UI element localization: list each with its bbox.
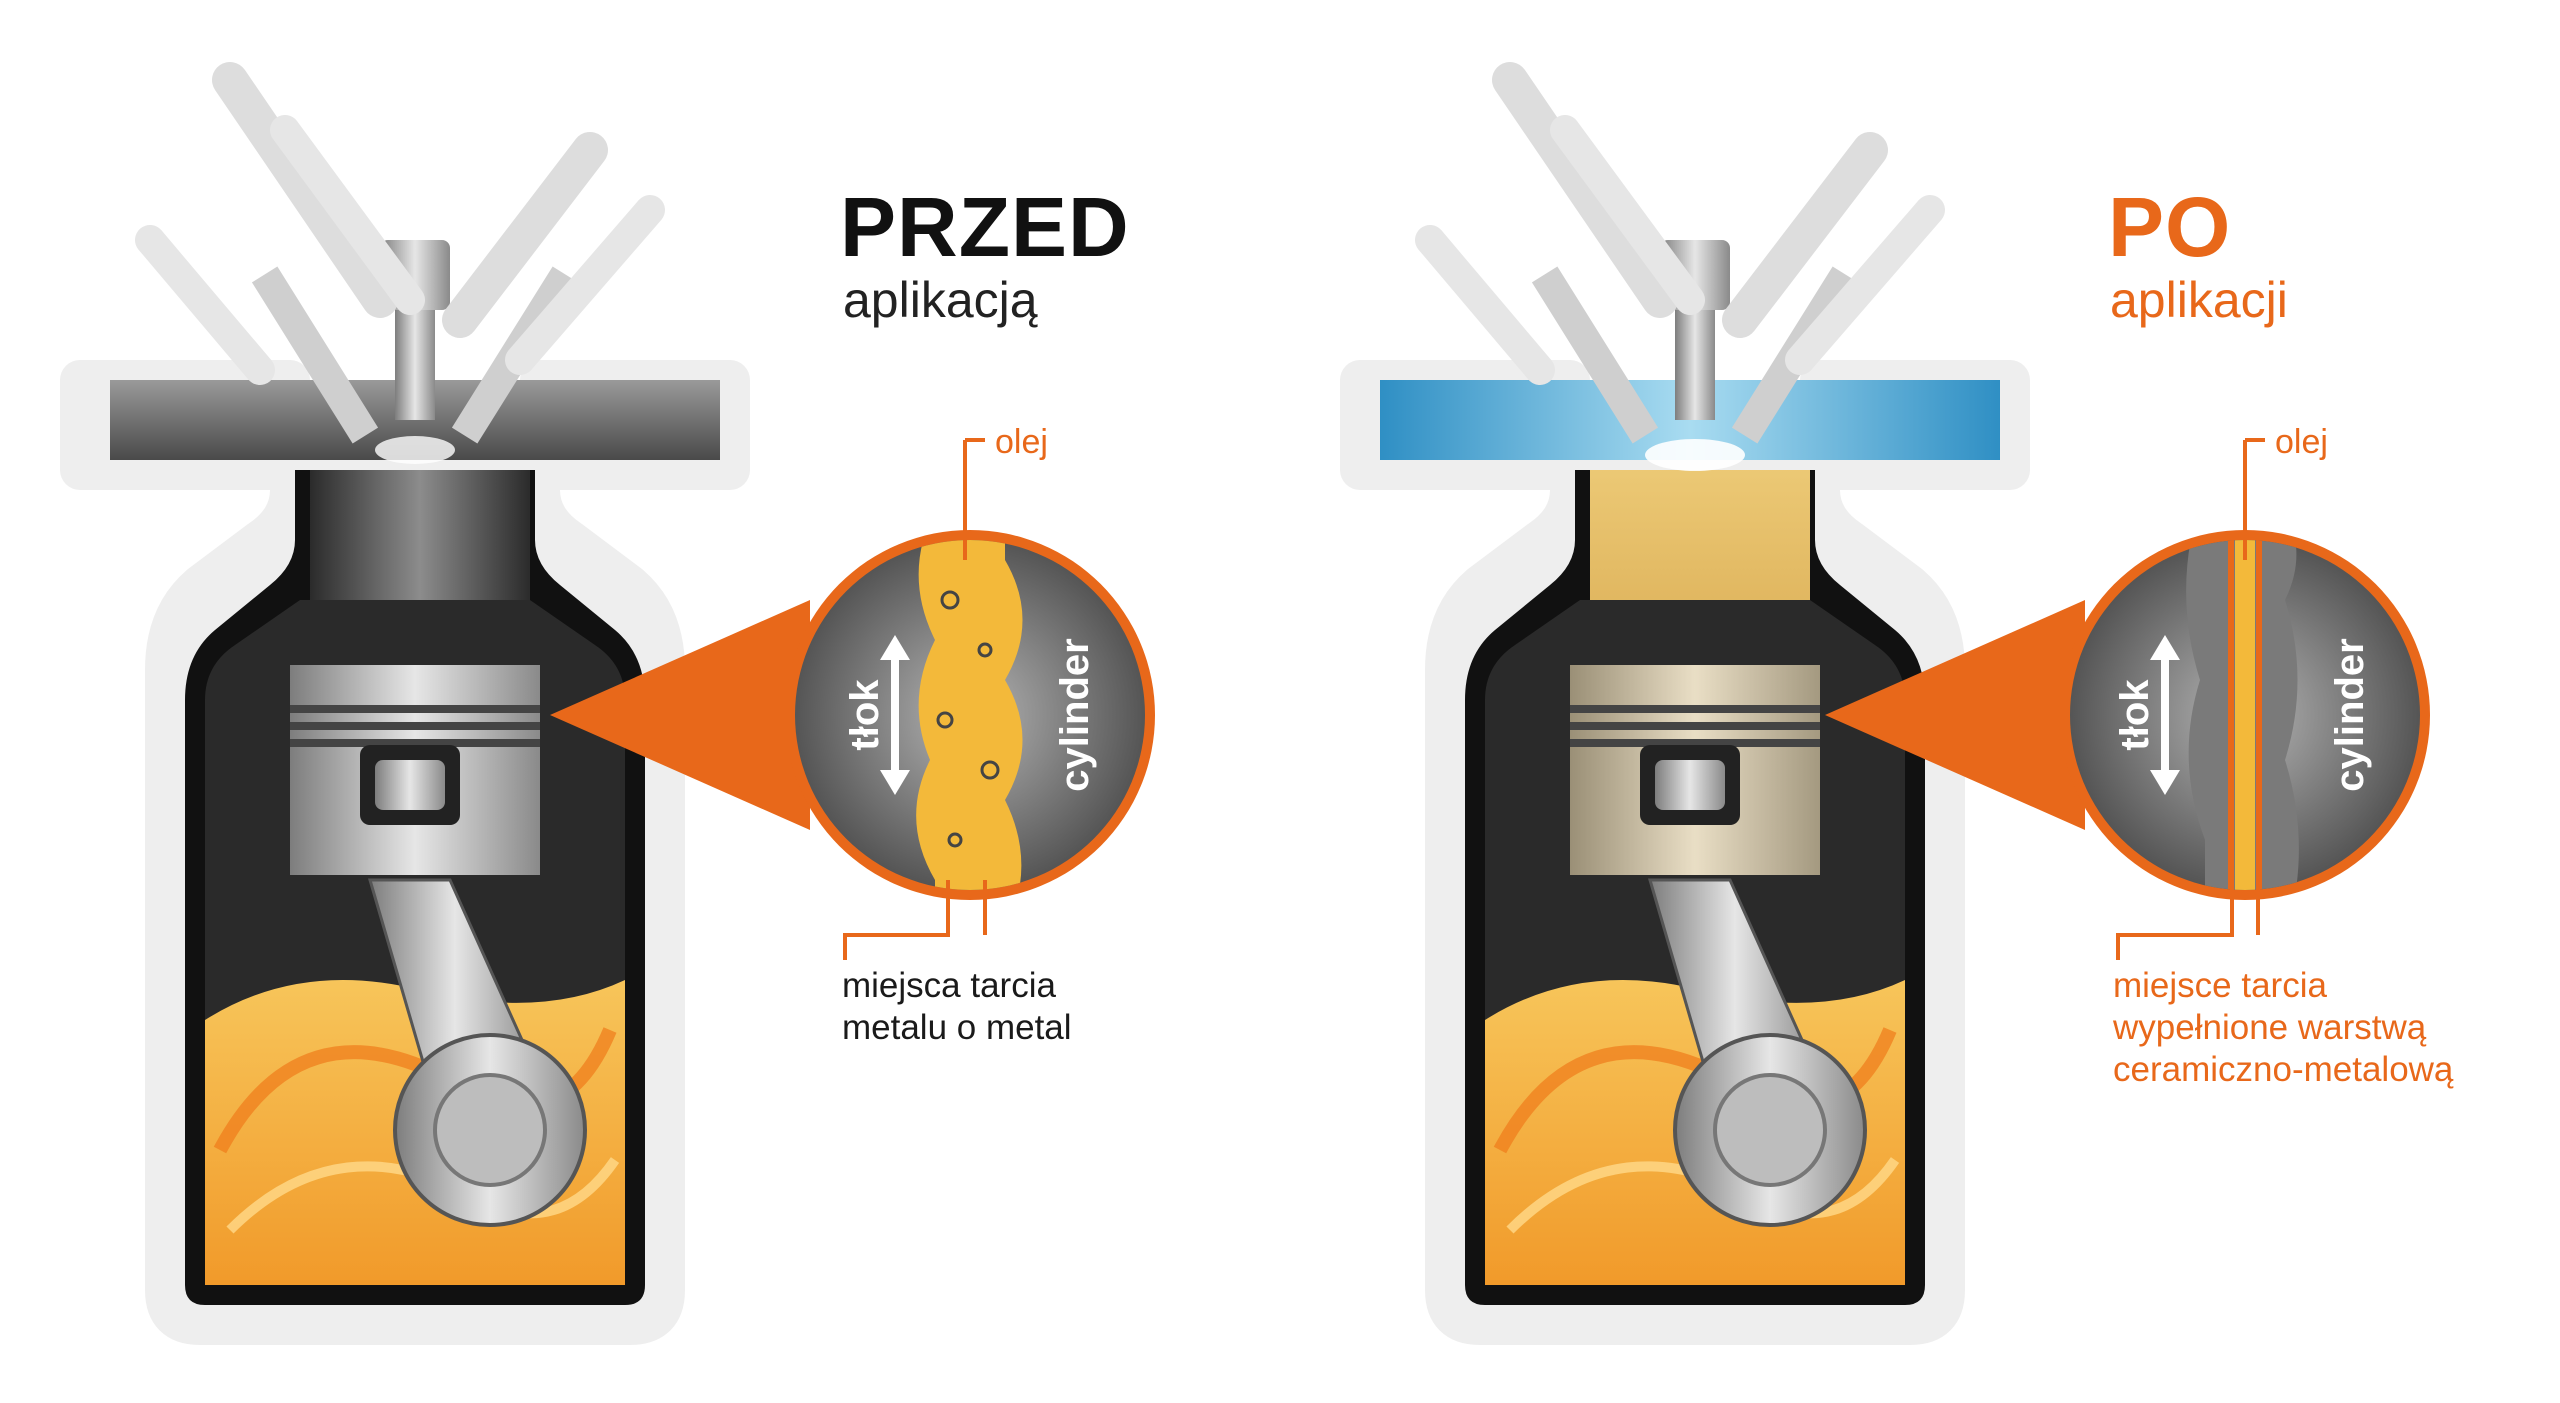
left-callout: miejsca tarcia metalu o metal (842, 965, 1072, 1049)
left-engine (60, 62, 750, 1345)
right-oil-label: olej (2275, 423, 2328, 461)
left-callout-line-1: miejsca tarcia (842, 966, 1056, 1005)
left-valves (135, 62, 665, 464)
left-callout-line-2: metalu o metal (842, 1008, 1072, 1047)
left-oil-film (916, 540, 1023, 890)
left-cylinder-label: cylinder (1053, 638, 1097, 792)
left-piston-label: tłok (843, 679, 887, 751)
left-title: PRZED (840, 180, 1130, 274)
right-callout-line-3: ceramiczno-metalową (2113, 1050, 2454, 1089)
right-valves (1415, 62, 1945, 471)
right-piston (1570, 665, 1820, 875)
right-subtitle: aplikacji (2110, 272, 2288, 328)
right-callout-line-1: miejsce tarcia (2113, 966, 2327, 1005)
left-oil-label: olej (995, 423, 1048, 461)
right-zoom-pointer (1825, 600, 2085, 830)
right-piston-label: tłok (2113, 679, 2157, 751)
left-connecting-rod (368, 878, 587, 1227)
right-ceramic-layer (2235, 540, 2255, 890)
right-zoom-circle (2060, 438, 2430, 960)
right-title: PO (2108, 180, 2232, 274)
right-callout: miejsce tarcia wypełnione warstwą cerami… (2113, 965, 2453, 1091)
left-zoom-pointer (550, 600, 810, 830)
left-zoom-circle (785, 438, 1155, 960)
left-piston (290, 665, 540, 875)
left-subtitle: aplikacją (843, 272, 1038, 328)
right-cylinder-label: cylinder (2328, 638, 2372, 792)
right-callout-line-2: wypełnione warstwą (2113, 1008, 2427, 1047)
right-connecting-rod (1648, 878, 1867, 1227)
right-engine (1340, 62, 2030, 1345)
